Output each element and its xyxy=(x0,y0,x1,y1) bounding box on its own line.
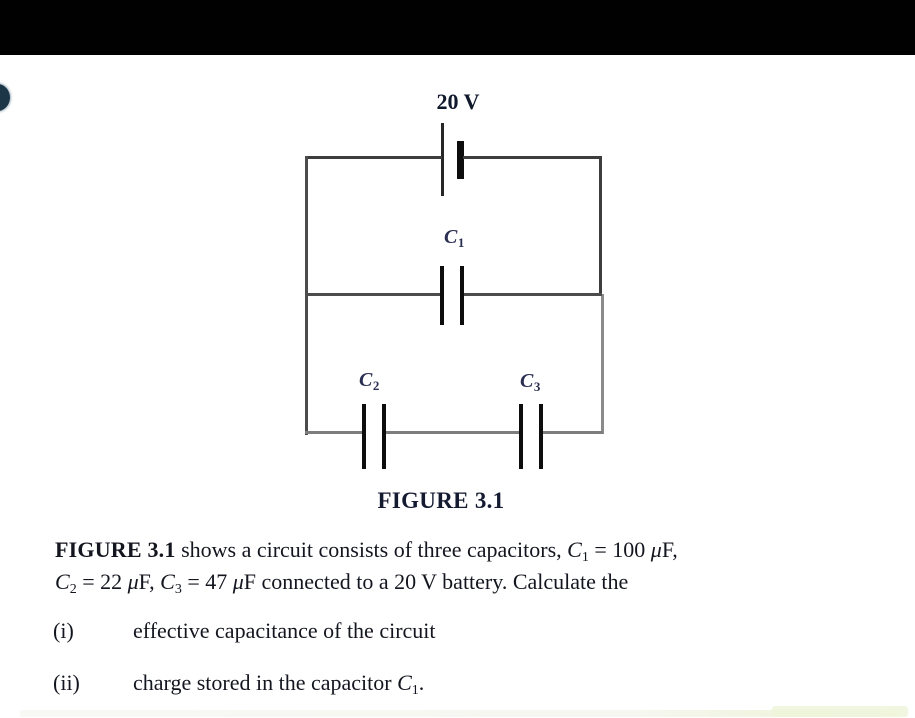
list-item-i-text: effective capacitance of the circuit xyxy=(133,618,436,643)
capacitor1-right-plate xyxy=(460,266,464,325)
battery-voltage-label: 20 V xyxy=(436,89,480,114)
battery-short-plate xyxy=(457,141,464,179)
wire-top-right xyxy=(463,156,602,159)
capacitor2-right-plate xyxy=(382,404,386,469)
wire-bottom-right xyxy=(542,431,603,434)
c3-value: = 47 xyxy=(181,569,233,594)
capacitor3-left-plate xyxy=(519,404,523,469)
c2-value: = 22 xyxy=(76,569,128,594)
wire-right-vertical-upper xyxy=(599,156,602,296)
capacitor2-symbol: C xyxy=(359,369,373,391)
capacitor3-label: C3 xyxy=(520,370,541,395)
wire-top-left xyxy=(305,156,442,159)
capacitor2-subscript: 2 xyxy=(372,378,380,393)
wire-right-vertical-lower xyxy=(601,294,604,434)
scan-artifact-strip xyxy=(20,710,900,717)
capacitor1-subscript: 1 xyxy=(457,235,465,250)
capacitor2-left-plate xyxy=(362,404,366,469)
list-item-i-number: (i) xyxy=(53,618,74,643)
wire-bottom-middle xyxy=(385,431,521,434)
unit-farad: F, xyxy=(661,537,678,562)
capacitor3-symbol: C xyxy=(520,370,534,392)
capacitor2-label: C2 xyxy=(359,369,380,394)
unit-farad: F, xyxy=(138,569,161,594)
c3-symbol: C xyxy=(160,569,175,594)
figure-caption: FIGURE 3.1 xyxy=(377,488,505,513)
list-item-ii-number: (ii) xyxy=(53,670,80,695)
top-letterbox-bar xyxy=(0,0,915,55)
problem-text: shows a circuit consists of three capaci… xyxy=(175,537,568,562)
list-item-ii-text: charge stored in the capacitor C1. xyxy=(133,670,424,699)
c1-subscript: 1 xyxy=(581,550,589,565)
capacitor1-label: C1 xyxy=(444,226,465,251)
c1-symbol: C xyxy=(567,537,582,562)
c2-symbol: C xyxy=(55,569,70,594)
c3-subscript: 3 xyxy=(174,582,182,597)
scan-artifact-smudge xyxy=(772,706,908,717)
micro-symbol: μ xyxy=(650,537,662,562)
problem-text-end: F connected to a 20 V battery. Calculate… xyxy=(243,569,629,594)
capacitor3-right-plate xyxy=(539,404,543,469)
problem-text-line1: FIGURE 3.1 shows a circuit consists of t… xyxy=(55,537,678,566)
c1-symbol: C xyxy=(397,670,412,695)
capacitor3-subscript: 3 xyxy=(533,379,541,394)
item-ii-text: charge stored in the capacitor xyxy=(133,670,398,695)
battery-long-plate xyxy=(441,123,444,196)
c2-subscript: 2 xyxy=(69,582,77,597)
micro-symbol: μ xyxy=(232,569,244,594)
problem-text-line2: C2 = 22 μF, C3 = 47 μF connected to a 20… xyxy=(55,569,628,598)
clipped-bullet-marker xyxy=(0,84,10,111)
c1-subscript: 1 xyxy=(411,683,419,698)
wire-middle-right xyxy=(463,293,602,296)
capacitor1-left-plate xyxy=(440,266,444,325)
capacitor1-symbol: C xyxy=(444,226,458,248)
c1-value: = 100 xyxy=(588,537,651,562)
period: . xyxy=(418,670,425,695)
wire-middle-left xyxy=(305,293,442,296)
micro-symbol: μ xyxy=(127,569,139,594)
figure-reference-bold: FIGURE 3.1 xyxy=(55,537,176,562)
wire-bottom-left xyxy=(305,431,364,434)
